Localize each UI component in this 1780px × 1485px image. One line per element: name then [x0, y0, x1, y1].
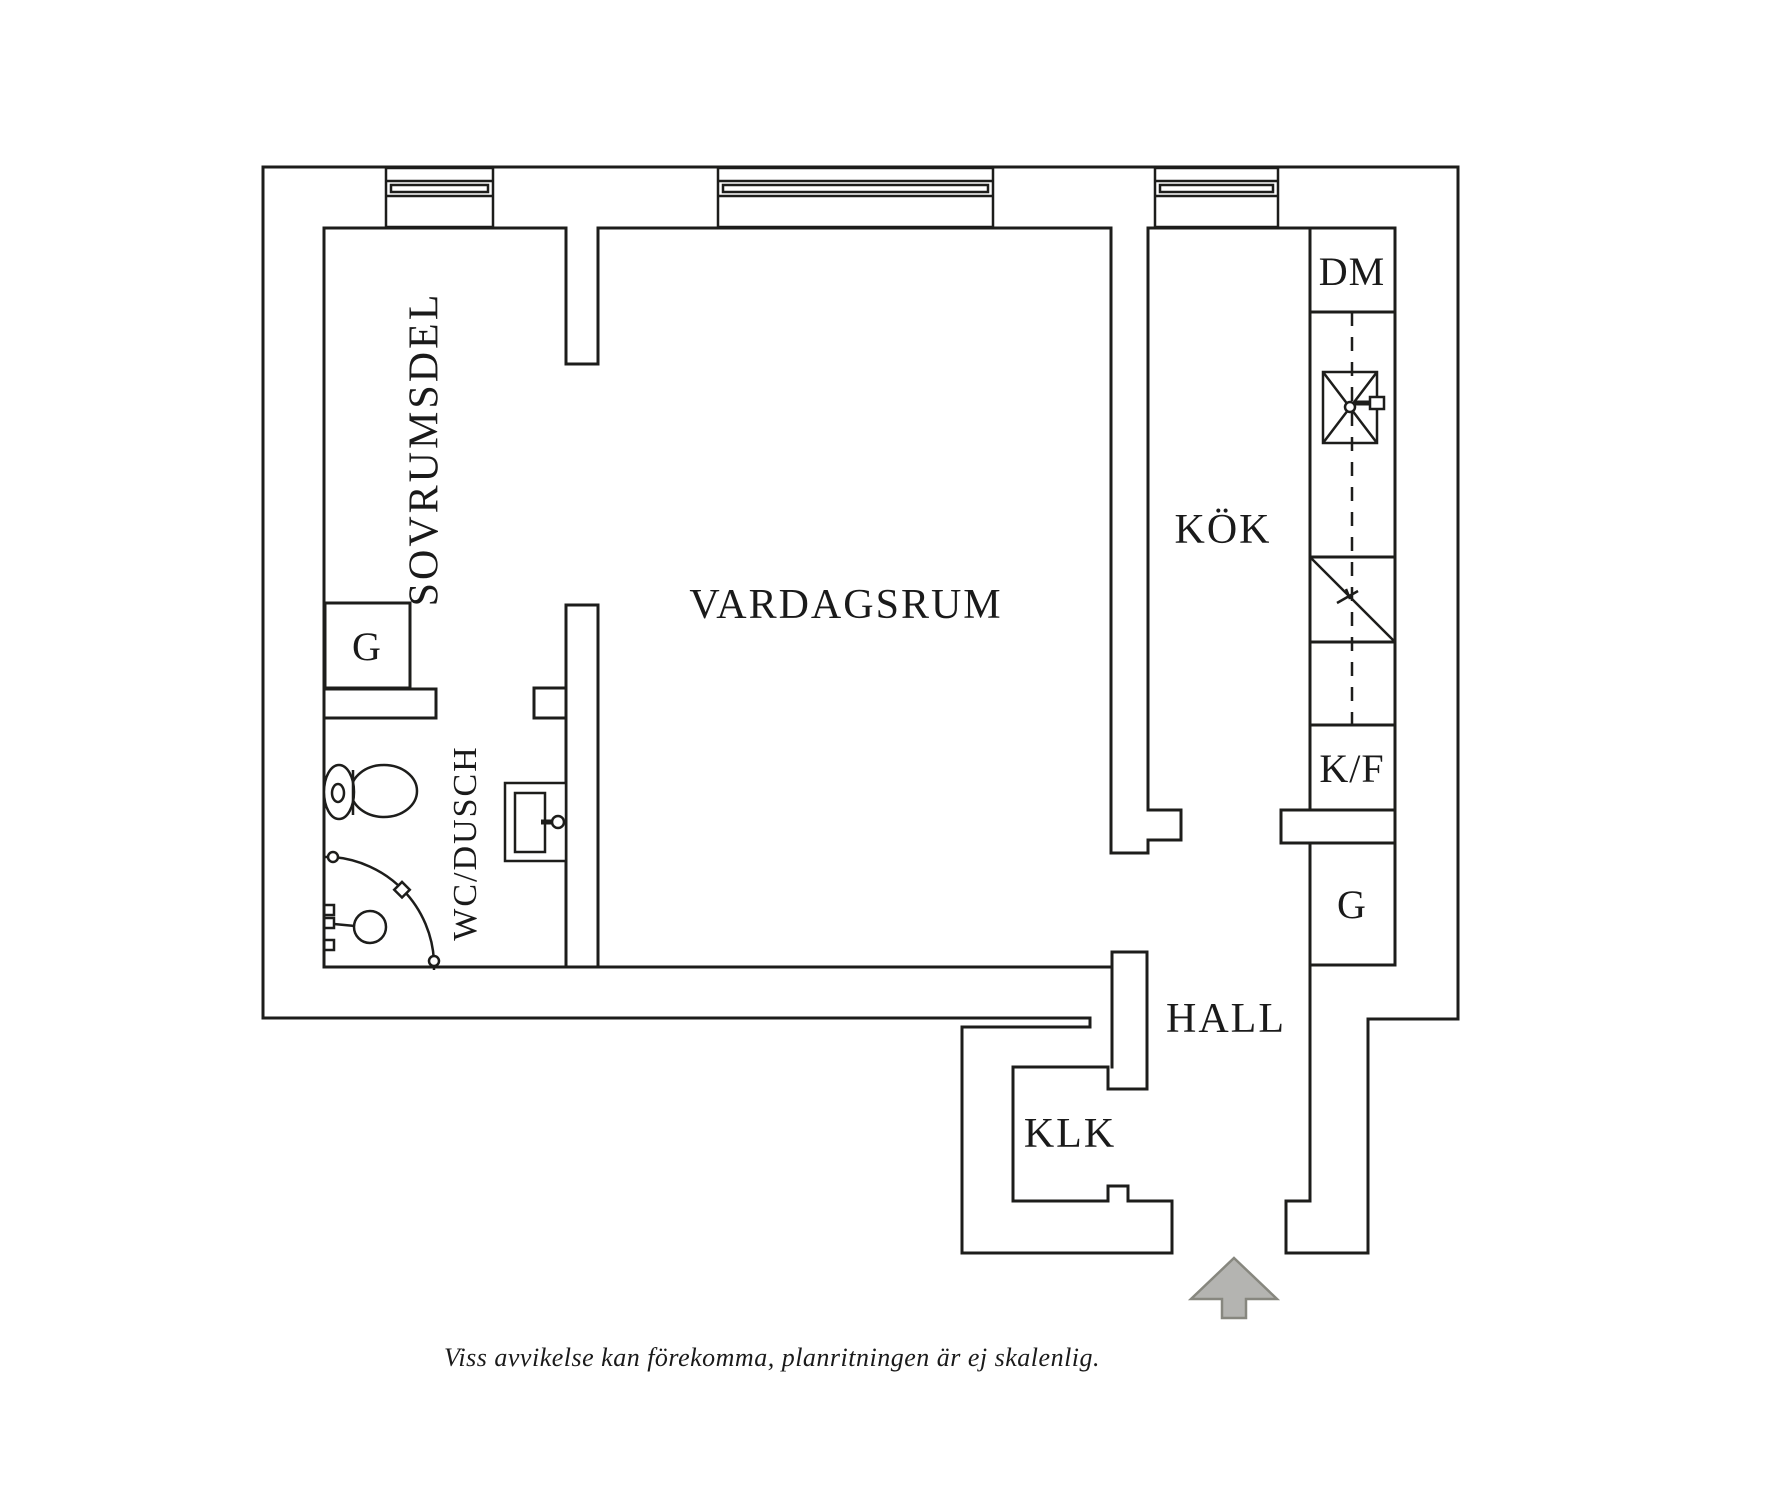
partition-bathroom-top	[322, 687, 438, 720]
window-icon-living	[716, 166, 995, 229]
shower-head	[352, 909, 388, 945]
dishwasher-label: DM	[1319, 249, 1385, 294]
bathroom-sink-icon	[503, 781, 568, 863]
hall-klk-walls	[1011, 950, 1174, 1203]
shower-corner-icon	[322, 850, 441, 970]
wardrobe-bedroom-label: G	[352, 624, 382, 669]
windows	[384, 166, 1280, 229]
entrance-arrow-icon	[1187, 1256, 1281, 1320]
scale-disclaimer: Viss avvikelse kan förekomma, planritnin…	[444, 1343, 1100, 1372]
partition-bedroom-upper	[564, 226, 600, 366]
stove-icon	[1309, 556, 1396, 643]
room-label-bathroom: WC/DUSCH	[447, 745, 484, 940]
kitchen-sink-icon	[1321, 370, 1386, 445]
room-label-hall: HALL	[1166, 996, 1286, 1042]
room-label-bedroom: SOVRUMSDEL	[402, 292, 448, 607]
kitchen-symbols	[1309, 312, 1396, 725]
partition-kitchen	[1109, 226, 1183, 855]
fridge-freezer-label: K/F	[1319, 746, 1384, 791]
room-label-closet: KLK	[1024, 1111, 1116, 1157]
partition-bathroom-notch	[532, 686, 568, 720]
outer-wall-left-bottom	[261, 165, 1174, 1255]
wardrobe-hall-label: G	[1337, 882, 1367, 927]
window-icon-bedroom	[384, 166, 495, 229]
room-label-living: VARDAGSRUM	[689, 582, 1002, 628]
walls	[261, 165, 1460, 1255]
room-label-kitchen: KÖK	[1175, 507, 1272, 553]
outer-wall-top-right	[261, 165, 1460, 1255]
wardrobe-bedroom-box	[323, 601, 412, 690]
labels: SOVRUMSDEL VARDAGSRUM KÖK WC/DUSCH HALL …	[352, 249, 1385, 1372]
window-icon-kitchen	[1153, 166, 1280, 229]
toilet-icon	[322, 763, 419, 821]
bathroom-symbols	[322, 763, 568, 970]
inner-wall-bottom	[322, 950, 1149, 969]
